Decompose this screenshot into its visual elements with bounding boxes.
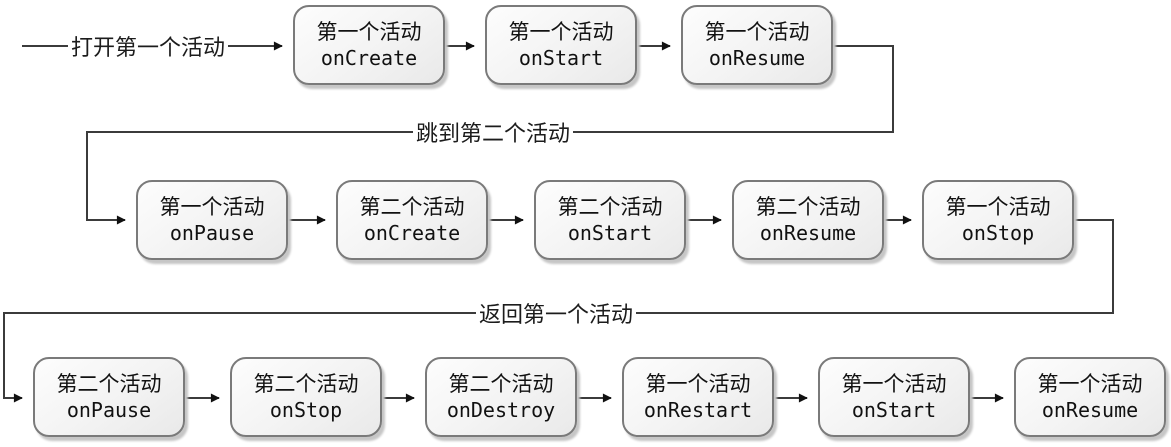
node-activity-label: 第二个活动 [448,372,554,396]
edge-label-jump-to-second-activity: 跳到第二个活动 [412,116,574,148]
node-second-activity-onstop: 第二个活动 onStop [230,357,382,437]
node-activity-label: 第二个活动 [359,195,465,219]
node-activity-label: 第一个活动 [316,20,422,44]
edge-label-open-first-activity: 打开第一个活动 [67,30,229,62]
node-second-activity-ondestroy: 第二个活动 onDestroy [425,357,577,437]
node-callback-label: onPause [66,398,152,422]
node-activity-label: 第二个活动 [557,195,663,219]
node-first-activity-onresume: 第一个活动 onResume [681,5,833,85]
node-first-activity-onstop: 第一个活动 onStop [922,180,1074,260]
node-activity-label: 第一个活动 [645,372,751,396]
node-callback-label: onStart [518,46,604,70]
node-callback-label: onResume [1041,398,1139,422]
node-activity-label: 第二个活动 [755,195,861,219]
node-callback-label: onStop [269,398,343,422]
node-activity-label: 第一个活动 [704,20,810,44]
node-activity-label: 第一个活动 [508,20,614,44]
node-callback-label: onResume [759,221,857,245]
node-callback-label: onResume [708,46,806,70]
node-activity-label: 第二个活动 [253,372,359,396]
node-activity-label: 第一个活动 [945,195,1051,219]
node-callback-label: onStop [961,221,1035,245]
node-callback-label: onPause [169,221,255,245]
node-activity-label: 第二个活动 [56,372,162,396]
node-first-activity-onpause: 第一个活动 onPause [136,180,288,260]
node-callback-label: onCreate [363,221,461,245]
node-second-activity-onresume: 第二个活动 onResume [732,180,884,260]
node-first-activity-onrestart: 第一个活动 onRestart [622,357,774,437]
edge-label-return-to-first-activity: 返回第一个活动 [475,297,637,329]
node-first-activity-onstart-2: 第一个活动 onStart [818,357,970,437]
node-first-activity-oncreate: 第一个活动 onCreate [293,5,445,85]
node-first-activity-onresume-2: 第一个活动 onResume [1014,357,1166,437]
node-callback-label: onStart [567,221,653,245]
node-second-activity-onstart: 第二个活动 onStart [534,180,686,260]
node-activity-label: 第一个活动 [159,195,265,219]
node-callback-label: onRestart [643,398,753,422]
node-callback-label: onDestroy [446,398,556,422]
node-second-activity-onpause: 第二个活动 onPause [33,357,185,437]
node-callback-label: onStart [851,398,937,422]
node-second-activity-oncreate: 第二个活动 onCreate [336,180,488,260]
node-first-activity-onstart: 第一个活动 onStart [485,5,637,85]
node-activity-label: 第一个活动 [1037,372,1143,396]
node-activity-label: 第一个活动 [841,372,947,396]
node-callback-label: onCreate [320,46,418,70]
